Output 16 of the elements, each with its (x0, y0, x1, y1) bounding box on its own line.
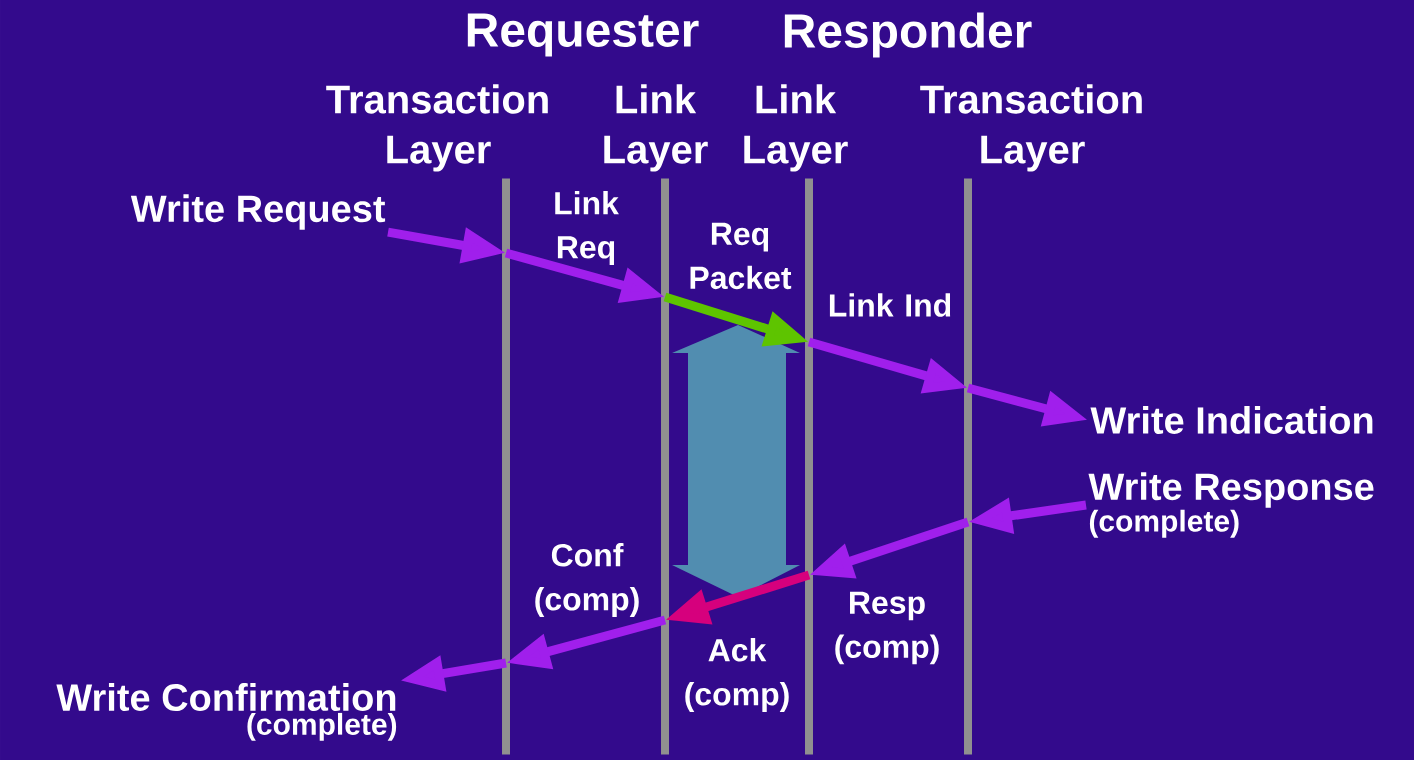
edge-label: Conf (comp) (535, 543, 639, 617)
node-label: Link Layer (604, 84, 708, 172)
edge-label: Link Req (555, 191, 619, 265)
node-label: Transaction Layer (920, 84, 1142, 172)
endpoint-text: Write Request (130, 194, 386, 230)
group-heading: Responder (784, 12, 1032, 58)
group-heading: Requester (467, 13, 699, 57)
edge-label: Req Packet (690, 222, 792, 290)
endpoint-text: Write Indication (1090, 406, 1373, 434)
endpoint-text: Write Confirmation (complete) (56, 683, 397, 741)
node-label: Link Layer (744, 84, 848, 172)
endpoint-text: Write Response (complete) (1088, 472, 1374, 538)
edge-label: Link Ind (829, 293, 951, 317)
edge-label: Resp (comp) (835, 591, 939, 665)
edge-label: Ack (comp) (685, 638, 789, 712)
node-label: Transaction Layer (326, 84, 548, 172)
